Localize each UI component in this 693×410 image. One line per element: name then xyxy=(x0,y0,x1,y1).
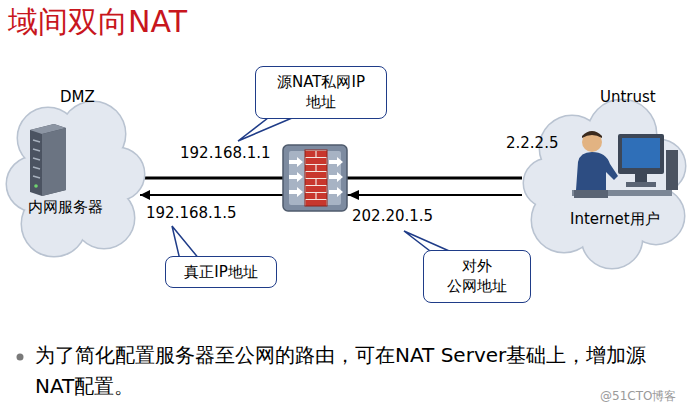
callout-text: 对外 公网地址 xyxy=(430,256,524,297)
cloud-outline xyxy=(522,86,687,268)
callout-box: 真正IP地址 xyxy=(165,256,277,288)
network-cloud: UntrustInternet用户 xyxy=(522,86,687,268)
ip-address: 192.168.1.1 xyxy=(180,144,271,162)
ip-address: 2.2.2.5 xyxy=(506,134,558,152)
watermark: @51CTO博客 xyxy=(600,388,676,405)
server-icon xyxy=(30,124,66,196)
callout-text: 源NAT私网IP 地址 xyxy=(262,72,380,113)
arrow-head xyxy=(348,190,359,200)
callout-text: 真正IP地址 xyxy=(172,262,270,282)
zone-name: Untrust xyxy=(600,88,656,106)
title: 域间双向NAT xyxy=(8,2,187,43)
user-icon xyxy=(572,131,678,198)
callout-pointer xyxy=(238,118,292,141)
ip-address: 202.20.1.5 xyxy=(352,207,433,225)
network-cloud: DMZ 内网服务器 xyxy=(8,86,140,258)
firewall-icon xyxy=(283,145,347,211)
bullet-dot xyxy=(17,354,24,361)
bullet-text: 为了简化配置服务器至公网的路由，可在NAT Server基础上，增加源NAT配置… xyxy=(35,340,675,402)
callout-box: 对外 公网地址 xyxy=(423,250,531,303)
callout-pointer xyxy=(172,226,200,260)
ip-address: 192.168.1.5 xyxy=(146,204,237,222)
host-name: 内网服务器 xyxy=(28,198,103,217)
cloud-outline xyxy=(8,86,140,258)
host-name: Internet用户 xyxy=(570,210,660,229)
callout-box: 源NAT私网IP 地址 xyxy=(255,66,387,119)
zone-name: DMZ xyxy=(60,88,95,106)
